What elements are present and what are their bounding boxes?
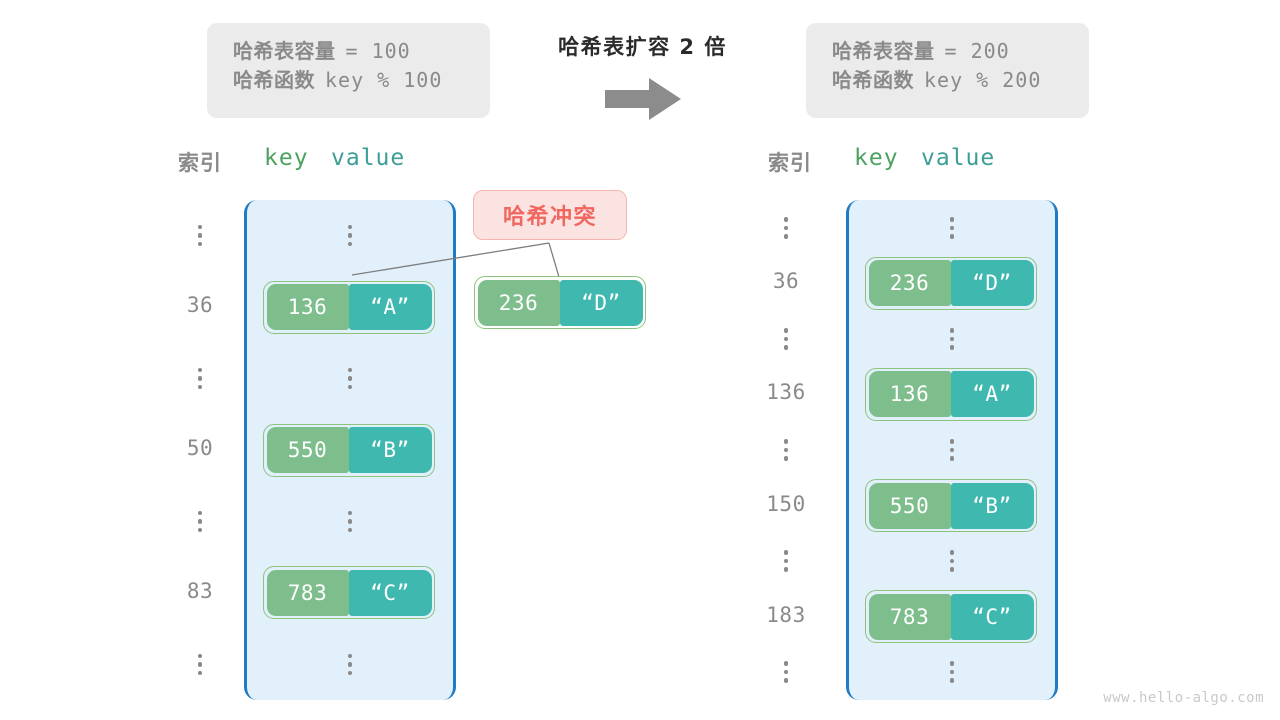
function-line-before: 哈希函数 key % 100: [233, 66, 464, 95]
pair-value: “C”: [348, 569, 432, 616]
watermark: www.hello-algo.com: [1103, 690, 1264, 706]
key-value-pair[interactable]: 136“A”: [865, 367, 1037, 421]
index-label: 50: [186, 436, 214, 460]
index-ellipsis-icon: [748, 436, 824, 464]
pair-key: 136: [868, 371, 951, 418]
bucket-ellipsis-icon: [914, 214, 990, 242]
index-label: 136: [766, 380, 806, 405]
index-ellipsis-icon: [162, 507, 238, 535]
pair-value: “B”: [950, 482, 1034, 529]
index-ellipsis-icon: [748, 547, 824, 575]
hash-table-info-after: 哈希表容量 = 200 哈希函数 key % 200: [806, 23, 1089, 118]
pair-key: 550: [266, 427, 349, 473]
bucket-ellipsis-icon: [914, 658, 990, 686]
pair-key: 136: [266, 284, 349, 331]
key-value-pair[interactable]: 783“C”: [263, 566, 435, 620]
colliding-pair[interactable]: 236 “D”: [474, 276, 646, 329]
bucket-ellipsis-icon: [914, 547, 990, 575]
transform-caption: 哈希表扩容 2 倍: [558, 35, 727, 59]
function-label: 哈希函数: [233, 68, 315, 92]
key-value-pair[interactable]: 550“B”: [865, 479, 1037, 533]
index-ellipsis-icon: [162, 222, 238, 250]
pair-key: 550: [868, 482, 951, 529]
capacity-label: 哈希表容量: [832, 39, 935, 63]
left-row-container: 136“A” 550“B” 783“C”: [244, 200, 456, 700]
pair-key: 783: [266, 569, 349, 616]
index-ellipsis-icon: [162, 650, 238, 678]
index-ellipsis-icon: [748, 214, 824, 242]
pair-value: “D”: [950, 260, 1034, 307]
index-label: 36: [186, 293, 214, 318]
header-value: value: [921, 145, 996, 171]
header-index: 索引: [768, 151, 812, 175]
index-ellipsis-icon: [748, 658, 824, 686]
key-value-pair[interactable]: 783“C”: [865, 590, 1037, 644]
header-key: key: [264, 145, 309, 171]
index-label: 83: [186, 578, 214, 603]
key-value-pair[interactable]: 236“D”: [865, 256, 1037, 310]
index-label: 183: [766, 602, 806, 627]
pair-value: “B”: [348, 427, 432, 473]
index-ellipsis-icon: [748, 325, 824, 353]
capacity-line-after: 哈希表容量 = 200: [832, 37, 1063, 66]
bucket-ellipsis-icon: [312, 507, 388, 535]
bucket-ellipsis-icon: [914, 325, 990, 353]
key-value-pair[interactable]: 136“A”: [263, 280, 435, 334]
pair-key: 236: [868, 260, 951, 307]
bucket-ellipsis-icon: [914, 436, 990, 464]
index-ellipsis-icon: [162, 365, 238, 393]
bucket-ellipsis-icon: [312, 365, 388, 393]
bucket-ellipsis-icon: [312, 650, 388, 678]
collision-badge: 哈希冲突: [473, 190, 627, 240]
right-row-container: 236“D” 136“A” 550“B” 783“C”: [846, 200, 1058, 700]
header-index: 索引: [178, 151, 222, 175]
key-value-pair[interactable]: 550“B”: [263, 423, 435, 477]
pair-value: “A”: [348, 284, 432, 331]
pair-value: “C”: [950, 593, 1034, 640]
index-label: 36: [772, 269, 800, 294]
pair-key: 783: [868, 593, 951, 640]
right-arrow-icon: [605, 78, 681, 120]
function-label: 哈希函数: [832, 68, 914, 92]
pair-value: “A”: [950, 371, 1034, 418]
pair-value: “D”: [559, 279, 643, 326]
hash-table-info-before: 哈希表容量 = 100 哈希函数 key % 100: [207, 23, 490, 118]
right-column-headers: 索引 key value: [752, 145, 1072, 179]
capacity-value: = 200: [944, 39, 1010, 63]
function-value: key % 200: [924, 68, 1042, 92]
capacity-value: = 100: [345, 39, 411, 63]
function-line-after: 哈希函数 key % 200: [832, 66, 1063, 95]
hash-table-before: 索引 key value 36 50 83 136“A” 550“B” 783“C”: [162, 145, 462, 705]
bucket-ellipsis-icon: [312, 222, 388, 250]
capacity-label: 哈希表容量: [233, 39, 336, 63]
index-label: 150: [766, 491, 806, 516]
capacity-line-before: 哈希表容量 = 100: [233, 37, 464, 66]
header-value: value: [331, 145, 406, 171]
function-value: key % 100: [325, 68, 443, 92]
left-column-headers: 索引 key value: [162, 145, 462, 179]
header-key: key: [854, 145, 899, 171]
pair-key: 236: [477, 279, 560, 326]
